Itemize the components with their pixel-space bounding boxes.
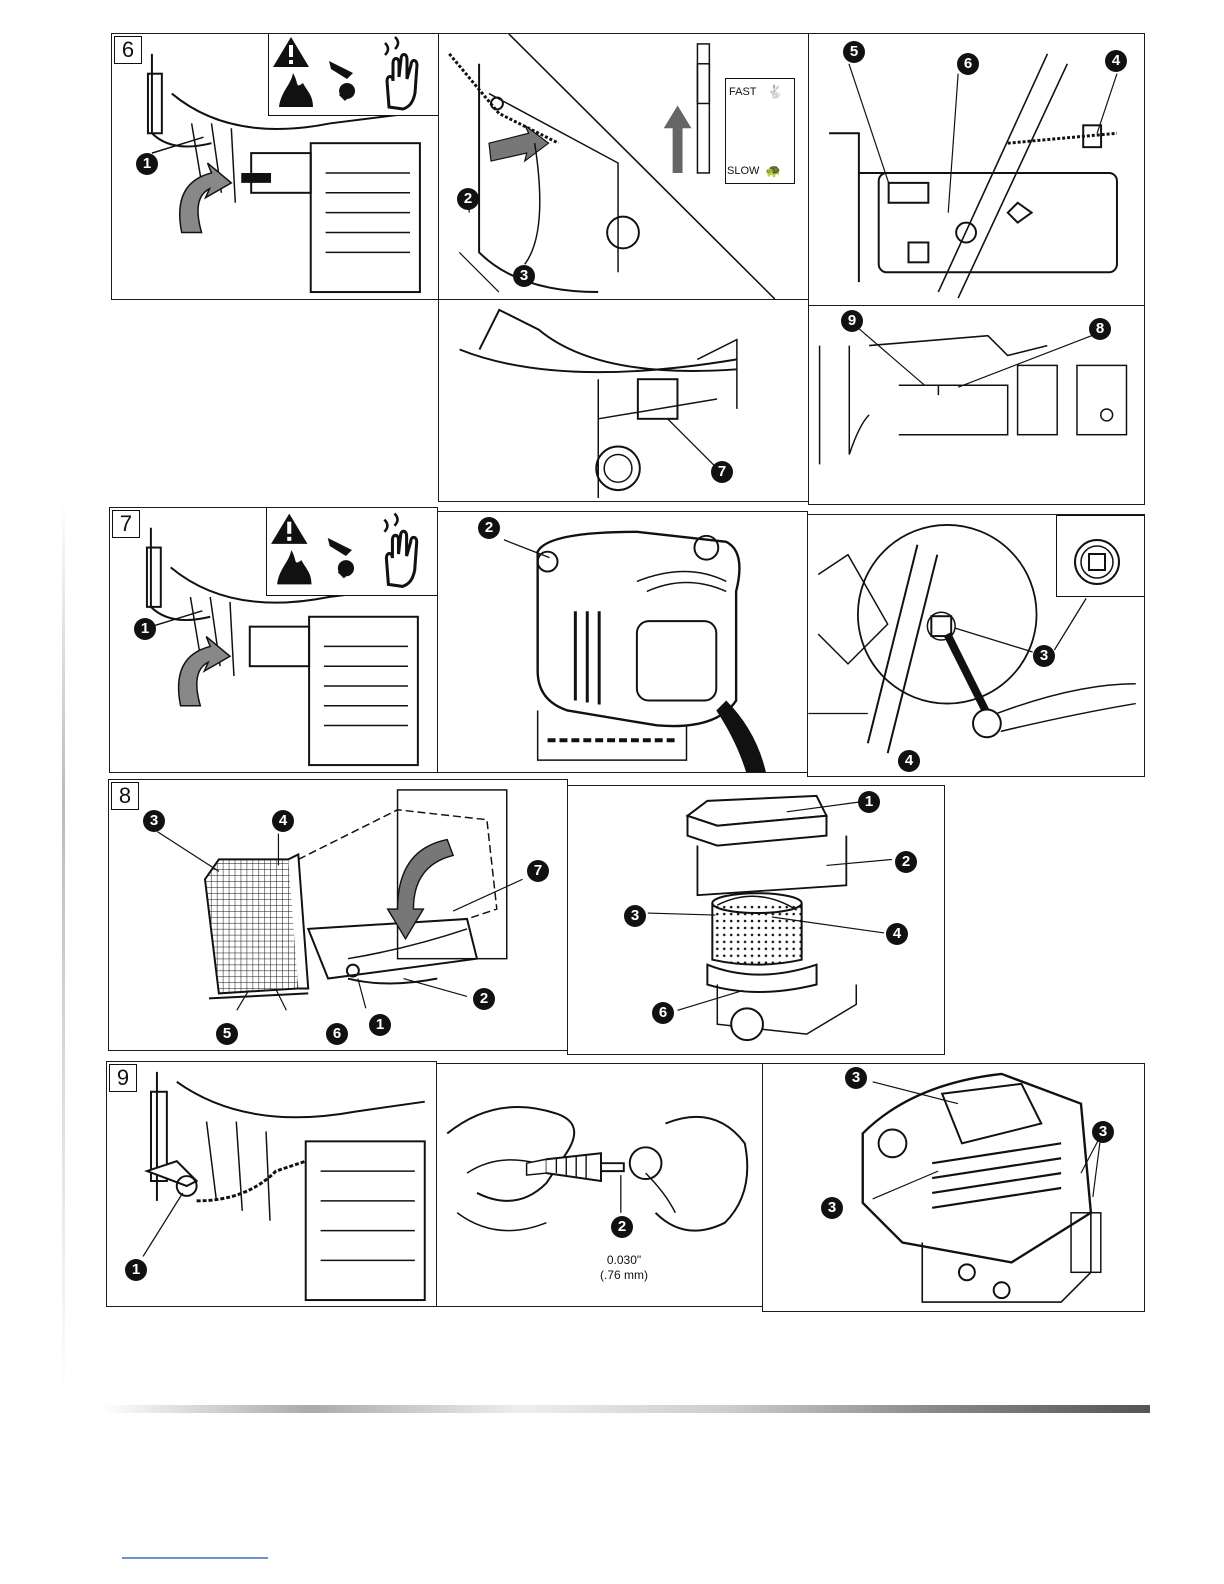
panel-6b: FAST 🐇 SLOW 🐢 2 3 [438,33,809,300]
square-socket-icon [1057,516,1145,596]
panel-8a: 8 3 4 7 2 1 5 6 [108,779,568,1051]
panel-9c: 3 3 3 [762,1063,1145,1312]
callout-8: 8 [1089,318,1111,340]
callout-5: 5 [216,1023,238,1045]
scan-mark-bottom [122,1557,268,1559]
callout-1: 1 [125,1259,147,1281]
callout-1: 1 [134,618,156,640]
panel-6d: 7 [438,299,809,502]
arrow-up-icon [664,105,692,172]
callout-6: 6 [326,1023,348,1045]
callout-3: 3 [821,1197,843,1219]
step-number-6: 6 [114,36,142,64]
panel-6c: 5 6 4 [808,33,1145,306]
hot-surface-hand-icon [386,531,416,586]
fire-icon [279,73,313,107]
panel-7a: 7 1 [109,507,438,773]
callout-1: 1 [136,153,158,175]
safety-symbols [267,507,438,595]
callout-6: 6 [957,53,979,75]
step-number-8: 8 [111,782,139,810]
air-filter-cartridge-illustration [109,780,567,1050]
callout-3: 3 [624,905,646,927]
callout-3: 3 [1092,1121,1114,1143]
callout-2: 2 [895,851,917,873]
curved-arrow-icon [180,163,232,232]
rabbit-icon: 🐇 [767,84,783,100]
governor-bracket-illustration [809,34,1144,305]
callout-2: 2 [478,517,500,539]
callout-7: 7 [527,860,549,882]
panel-7c: 3 4 [807,514,1145,777]
safety-symbols [269,33,439,115]
engine-cover-illustration [438,512,807,772]
panel-9a: 9 1 [106,1061,437,1307]
safety-warning-box [266,507,438,596]
callout-3: 3 [143,810,165,832]
turtle-icon: 🐢 [765,163,781,179]
scan-edge-bottom [100,1405,1150,1413]
panel-6e: 9 8 [808,305,1145,505]
panel-8b: 1 2 3 4 6 [567,785,945,1055]
callout-4: 4 [898,750,920,772]
gap-inch-label: 0.030" [584,1253,664,1267]
callout-2: 2 [611,1216,633,1238]
fire-icon [277,550,311,584]
callout-3: 3 [1033,645,1055,667]
curved-arrow-icon [179,637,230,706]
callout-4: 4 [272,810,294,832]
direction-arrow-icon [489,125,549,161]
spark-plug-wire-illustration [107,1062,436,1306]
fast-label: FAST [729,86,757,98]
panel-6a: 6 1 [111,33,439,300]
panel-7b: 2 [437,511,808,773]
callout-4: 4 [886,923,908,945]
callout-2: 2 [473,988,495,1010]
callout-7: 7 [711,461,733,483]
callout-3: 3 [513,265,535,287]
gap-mm-label: (.76 mm) [584,1268,664,1282]
callout-4: 4 [1105,50,1127,72]
slow-label: SLOW [727,165,759,177]
callout-1: 1 [369,1014,391,1036]
step-number-7: 7 [112,510,140,538]
hot-surface-hand-icon [387,55,417,110]
step-number-9: 9 [109,1064,137,1092]
panel-9b: 2 0.030" (.76 mm) [436,1063,763,1307]
callout-5: 5 [843,41,865,63]
callout-6: 6 [652,1002,674,1024]
square-plug-inset [1056,515,1145,597]
engine-cleaning-illustration [763,1064,1144,1311]
safety-warning-box [268,33,439,116]
callout-9: 9 [841,310,863,332]
scan-edge-left [62,500,65,1400]
linkage-detail-illustration [439,300,808,501]
callout-1: 1 [858,791,880,813]
callout-2: 2 [457,188,479,210]
callout-3: 3 [845,1067,867,1089]
